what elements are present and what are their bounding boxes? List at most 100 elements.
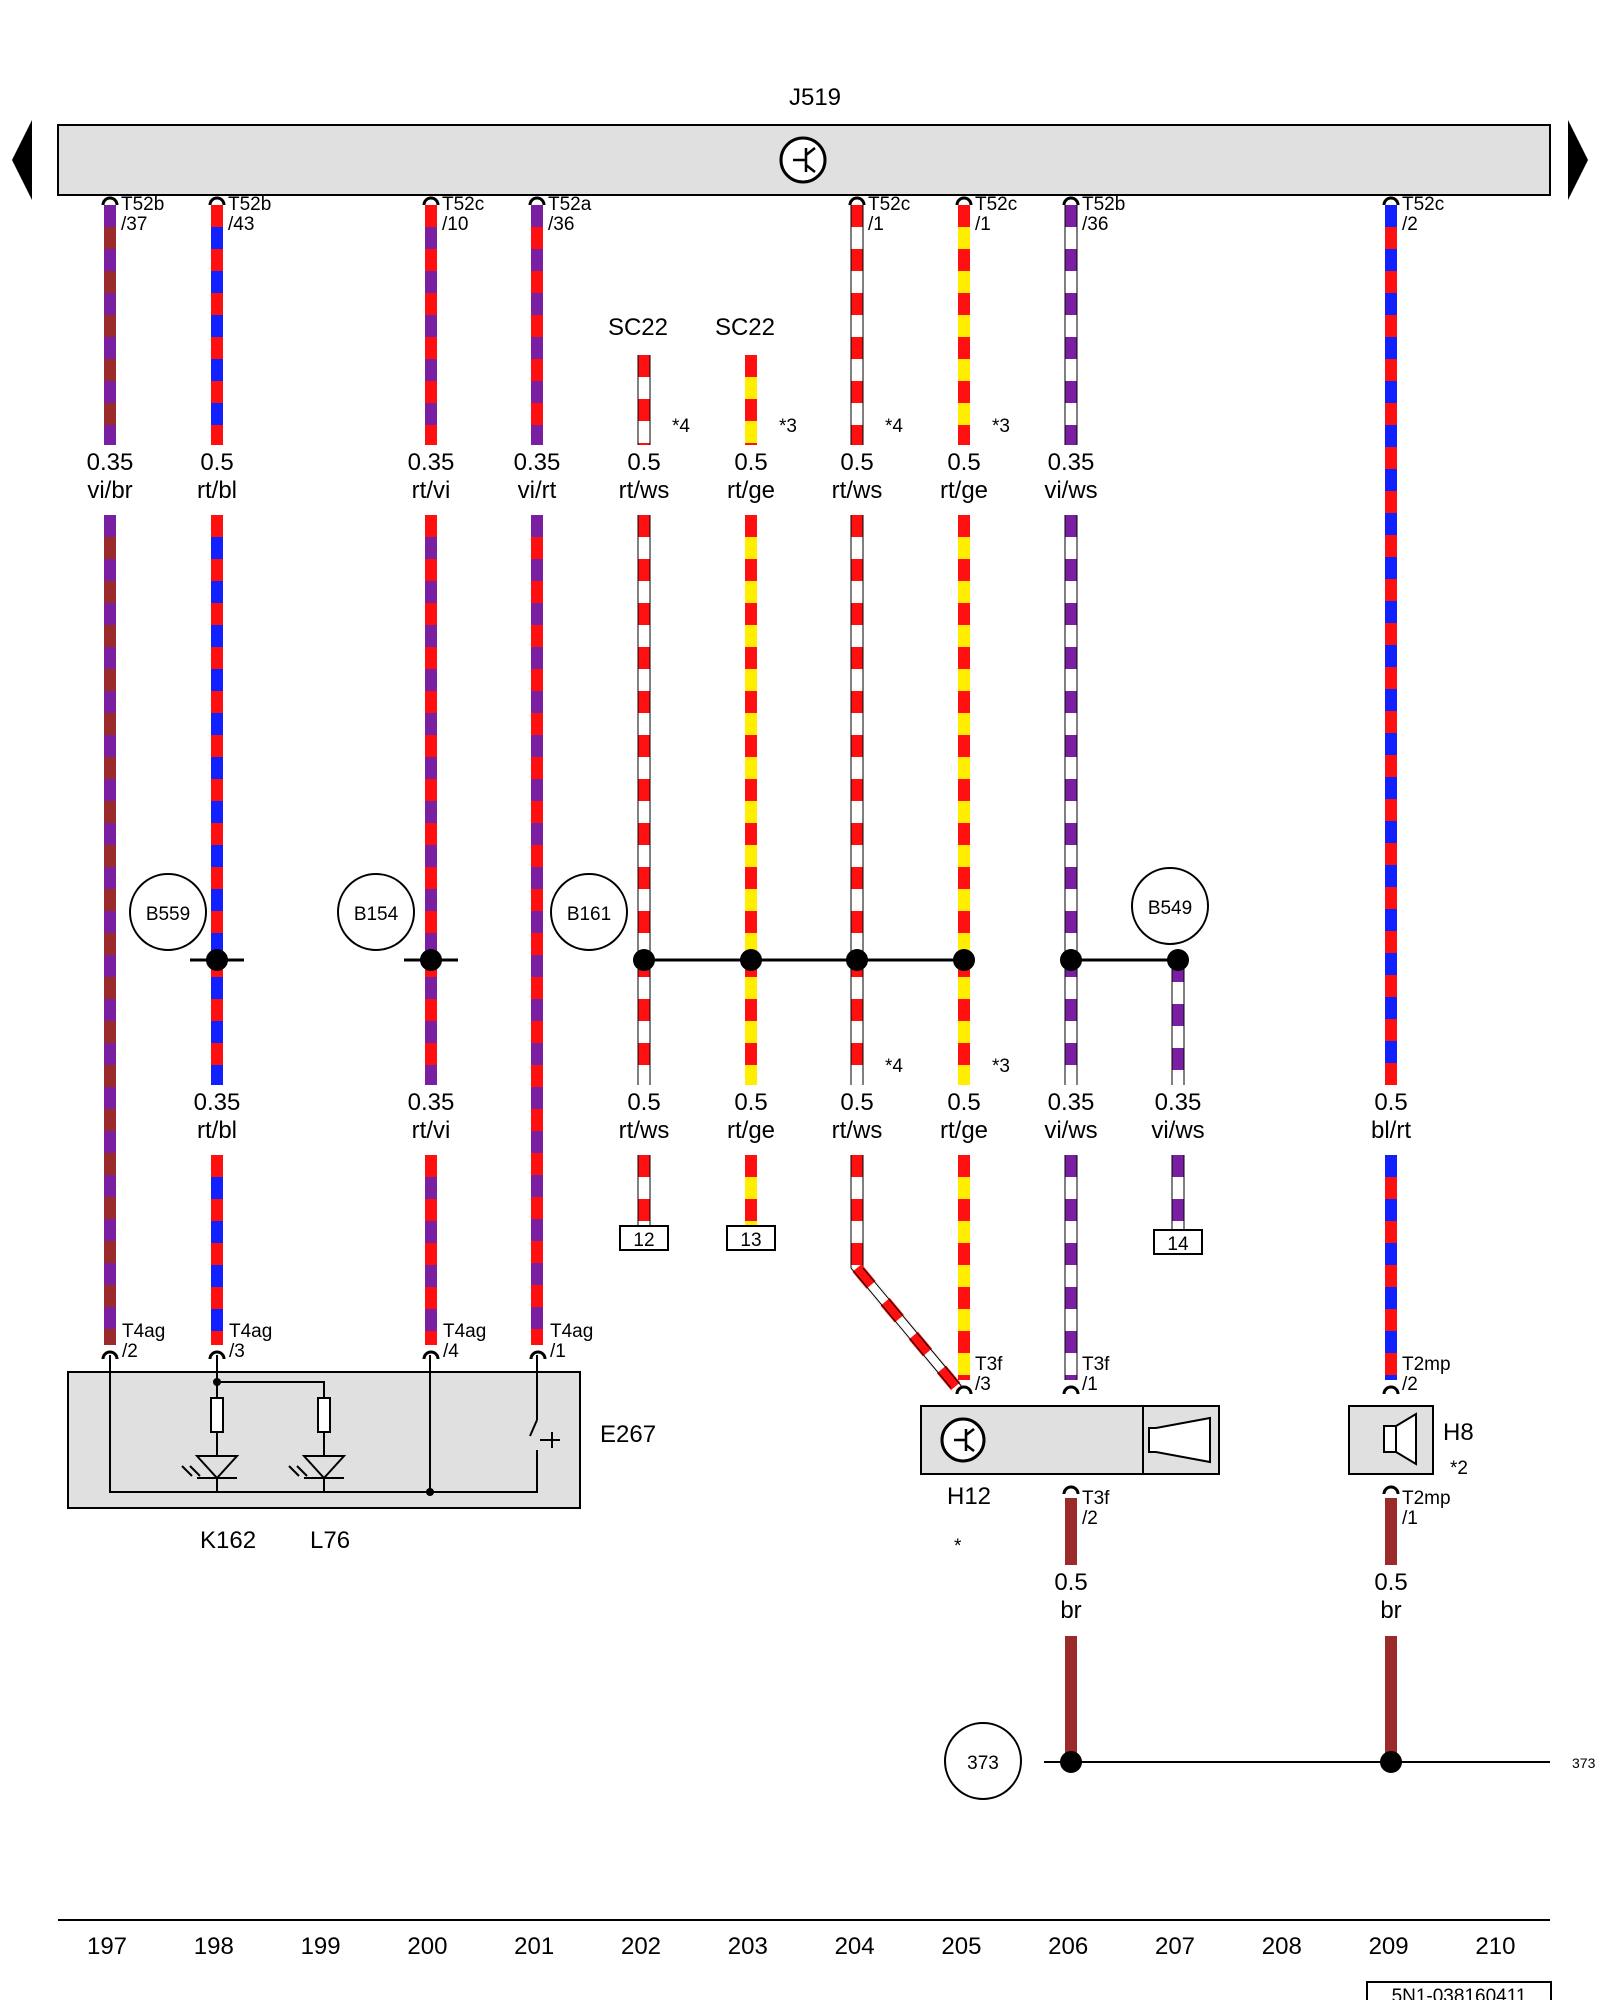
wire-w1-code: vi/br <box>87 477 132 504</box>
wire-w4-size: 0.35 <box>514 449 561 476</box>
h8-pin-1: T2mp /1 <box>1382 1485 1451 1529</box>
svg-text:T4ag: T4ag <box>229 1321 272 1342</box>
e267-pin-3: T4ag /4 <box>422 1321 486 1362</box>
grid-number: 201 <box>514 1933 554 1960</box>
svg-text:12: 12 <box>633 1230 654 1251</box>
grid-number: 208 <box>1262 1933 1302 1960</box>
wire-w6-sc: SC22 <box>715 314 775 341</box>
wire-w5-code2: rt/ws <box>619 1117 670 1144</box>
wire-w3-pin-icon <box>422 196 440 207</box>
connection-b559[interactable]: B559 <box>129 873 207 951</box>
h8-note: *2 <box>1450 1458 1468 1479</box>
wire-w1-pin-icon <box>101 196 119 207</box>
wire-w7-pin-icon <box>848 196 866 207</box>
component-h8[interactable] <box>1348 1405 1434 1475</box>
wire-w7-pin-no: /1 <box>868 214 884 235</box>
ground-node-2 <box>1380 1751 1402 1773</box>
ref-box-12[interactable]: 12 <box>619 1225 669 1251</box>
grid-number: 205 <box>941 1933 981 1960</box>
e267-pin-2: T4ag /3 <box>208 1321 272 1362</box>
wire-w4-code: vi/rt <box>518 477 557 504</box>
grid-number: 204 <box>835 1933 875 1960</box>
wire-w5-code: rt/ws <box>619 477 670 504</box>
wire-w3-code2: rt/vi <box>412 1117 451 1144</box>
svg-text:B154: B154 <box>354 904 399 925</box>
connection-b161[interactable]: B161 <box>550 873 628 951</box>
page-back-arrow[interactable] <box>12 120 32 200</box>
wire-w8-code2: rt/ge <box>940 1117 988 1144</box>
svg-text:T4ag: T4ag <box>443 1321 486 1342</box>
ground-node-1 <box>1060 1751 1082 1773</box>
ground-wire-2-size: 0.5 <box>1374 1569 1407 1596</box>
l76-label: L76 <box>310 1527 350 1554</box>
svg-text:5N1-038160411: 5N1-038160411 <box>1392 1986 1527 2000</box>
wire-w3-pin-id: T52c <box>442 194 484 215</box>
control-unit-label: J519 <box>789 84 841 111</box>
svg-text:T3f: T3f <box>1082 1488 1110 1509</box>
ground-wire-2-code: br <box>1380 1597 1401 1624</box>
wire-w9-code: vi/ws <box>1044 477 1097 504</box>
wire-w7-code2: rt/ws <box>832 1117 883 1144</box>
wire-w11-size2: 0.5 <box>1374 1089 1407 1116</box>
e267-pin-1: T4ag /2 <box>101 1321 165 1362</box>
connection-b549[interactable]: B549 <box>1131 867 1209 945</box>
ref-box-14[interactable]: 14 <box>1153 1229 1203 1255</box>
wire-w6-note: *3 <box>779 416 797 437</box>
wire-w9-pin-no: /36 <box>1082 214 1108 235</box>
wire-w2-code: rt/bl <box>197 477 237 504</box>
wire-w7-diag-edge-r <box>862 1267 964 1389</box>
wire-w8-note2: *3 <box>992 1056 1010 1077</box>
wire-w1-pin-id: T52b <box>121 194 164 215</box>
svg-text:/1: /1 <box>550 1341 566 1362</box>
wire-w11-code2: bl/rt <box>1371 1117 1411 1144</box>
wire-w8-note: *3 <box>992 416 1010 437</box>
h12-pin-2: T3f /2 <box>1062 1485 1110 1529</box>
wire-w3-size2: 0.35 <box>408 1089 455 1116</box>
svg-text:13: 13 <box>740 1230 761 1251</box>
svg-text:T4ag: T4ag <box>550 1321 593 1342</box>
wire-w6-code2: rt/ge <box>727 1117 775 1144</box>
grid-number: 206 <box>1048 1933 1088 1960</box>
h12-label: H12 <box>947 1483 991 1510</box>
svg-text:B161: B161 <box>567 904 611 925</box>
component-e267[interactable] <box>67 1355 581 1509</box>
wire-w9-size2: 0.35 <box>1048 1089 1095 1116</box>
svg-text:B559: B559 <box>146 904 190 925</box>
wire-w5-sc: SC22 <box>608 314 668 341</box>
wire-w11-pin-id: T52c <box>1402 194 1444 215</box>
wire-w2-size: 0.5 <box>200 449 233 476</box>
wire-group: T52b/370.35vi/brT52b/430.5rt/bl0.35rt/bl… <box>87 194 1444 1392</box>
control-unit-transistor-icon <box>779 136 827 184</box>
wire-w4-pin-no: /36 <box>548 214 574 235</box>
wire-w7-size: 0.5 <box>840 449 873 476</box>
ground-wire-1-code: br <box>1060 1597 1081 1624</box>
wire-w7-note2: *4 <box>885 1056 903 1077</box>
ground-connection-373[interactable]: 373 <box>944 1722 1022 1800</box>
page-forward-arrow[interactable] <box>1568 120 1588 200</box>
wire-w9-pin-icon <box>1062 196 1080 207</box>
svg-text:/1: /1 <box>1402 1508 1418 1529</box>
wire-w2-pin-no: /43 <box>228 214 254 235</box>
e267-pin-4: T4ag /1 <box>529 1321 593 1362</box>
wire-w3-pin-no: /10 <box>442 214 468 235</box>
grid-number: 209 <box>1369 1933 1409 1960</box>
grid-number: 199 <box>301 1933 341 1960</box>
k162-label: K162 <box>200 1527 256 1554</box>
component-h12[interactable] <box>920 1405 1220 1475</box>
wire-w2-size2: 0.35 <box>194 1089 241 1116</box>
svg-text:/3: /3 <box>229 1341 245 1362</box>
svg-text:/2: /2 <box>1402 1374 1418 1395</box>
svg-text:/2: /2 <box>122 1341 138 1362</box>
wire-w8-size: 0.5 <box>947 449 980 476</box>
svg-text:T2mp: T2mp <box>1402 1488 1451 1509</box>
wire-w7-note: *4 <box>885 416 903 437</box>
wire-w7-diag-edge-l <box>850 1267 952 1389</box>
svg-text:T3f: T3f <box>975 1354 1003 1375</box>
ref-box-13[interactable]: 13 <box>726 1225 776 1251</box>
connection-b154[interactable]: B154 <box>337 873 415 951</box>
wire-w7-pin-id: T52c <box>868 194 910 215</box>
wire-w5-note: *4 <box>672 416 690 437</box>
grid-number: 203 <box>728 1933 768 1960</box>
ground-edge-ref: 373 <box>1572 1755 1596 1771</box>
svg-text:B549: B549 <box>1148 898 1192 919</box>
